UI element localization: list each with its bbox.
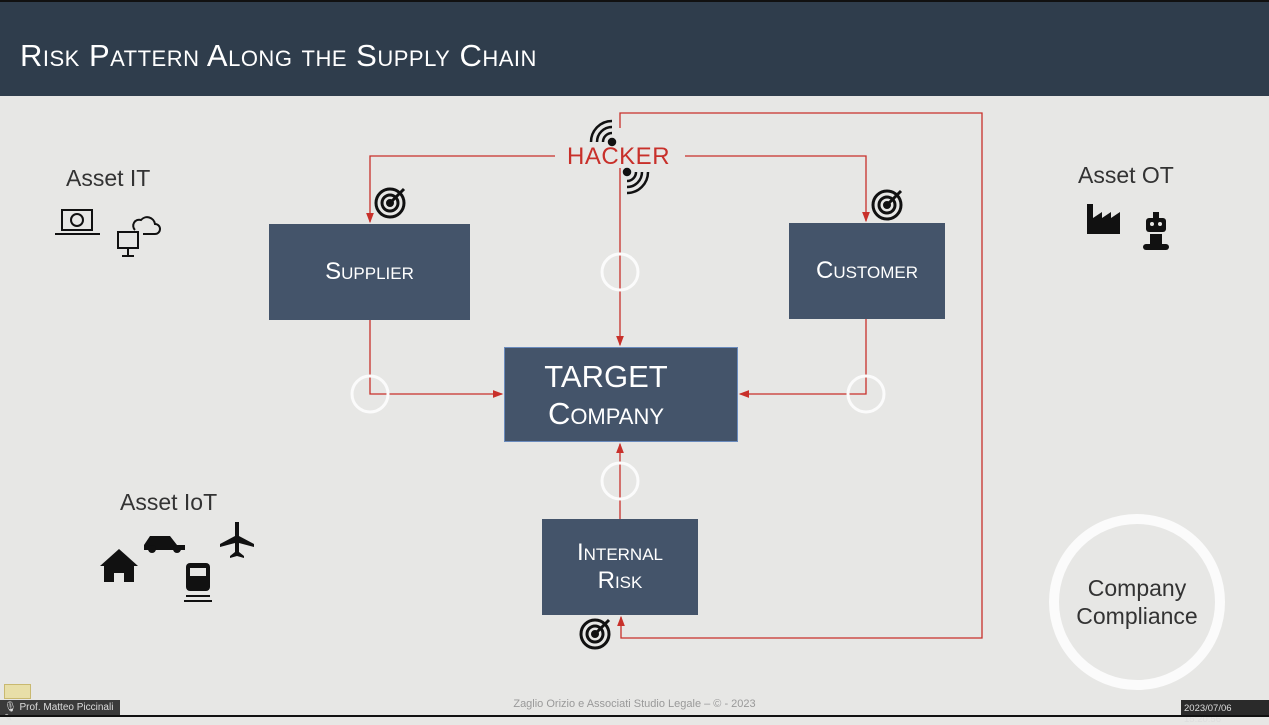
speaker-name: Prof. Matteo Piccinali [19, 702, 114, 713]
supplier-box: Supplier [269, 224, 470, 320]
car-icon [144, 536, 185, 553]
robot-icon [1143, 212, 1169, 250]
house-icon [100, 549, 138, 582]
control-ring [350, 374, 390, 414]
keyboard-icon[interactable] [4, 684, 31, 699]
slide-footer: Zaglio Orizio e Associati Studio Legale … [513, 698, 756, 710]
supplier-label: Supplier [325, 258, 414, 285]
train-icon [184, 563, 212, 602]
speaker-name-tag: 🎙 Prof. Matteo Piccinali ✎ [0, 700, 120, 724]
laptop-icon [55, 209, 100, 235]
slide-header: Risk Pattern Along the Supply Chain [0, 0, 1269, 96]
customer-label: Customer [815, 257, 919, 284]
arrow-supplier-target [369, 320, 504, 398]
target-label: TARGET [544, 358, 668, 394]
arrow-hacker-supplier [366, 155, 555, 224]
asset-iot-label: Asset IoT [120, 489, 218, 515]
control-ring [846, 374, 886, 414]
bottom-bar [0, 715, 1269, 717]
target-icon [374, 187, 903, 650]
company-compliance-label: Company Compliance [1076, 575, 1198, 629]
asset-ot-label: Asset OT [1078, 162, 1174, 188]
arrow-hacker-internal-loop [617, 112, 983, 639]
company-label: Company [547, 395, 665, 431]
timestamp: 2023/07/06 15:20:56 [1181, 700, 1269, 725]
internal-label: Internal [576, 539, 663, 566]
company-compliance-ring: Company Compliance [1049, 514, 1225, 690]
hacker-label: HACKER [567, 143, 671, 170]
arrow-hacker-customer [685, 155, 870, 223]
risk-label: Risk [597, 567, 643, 594]
wifi-signal-icon [589, 119, 650, 195]
arrow-customer-target [738, 319, 867, 398]
slide-title: Risk Pattern Along the Supply Chain [20, 38, 537, 73]
airplane-icon [220, 522, 254, 558]
control-ring [600, 252, 640, 292]
customer-box: Customer [789, 223, 945, 319]
factory-icon [1087, 204, 1120, 234]
control-ring [600, 461, 640, 501]
cloud-computer-icon [117, 216, 161, 257]
asset-it-label: Asset IT [66, 165, 151, 191]
